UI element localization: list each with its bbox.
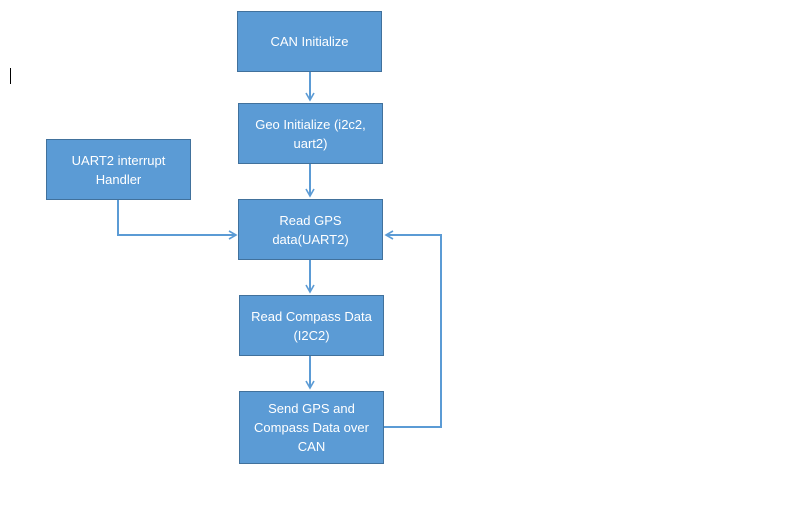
can-initialize-line-1: CAN Initialize bbox=[270, 34, 349, 49]
geo-initialize-line-2: uart2) bbox=[293, 135, 328, 151]
send-over-can-line-3: CAN bbox=[297, 439, 326, 454]
read-gps-box: Read GPS data(UART2) bbox=[238, 199, 383, 260]
geo-initialize-line-1: Geo Initialize (i2c2, bbox=[255, 116, 366, 132]
can-initialize-box: CAN Initialize bbox=[237, 11, 382, 72]
send-over-can-line-2: Compass Data over bbox=[254, 420, 369, 435]
geo-initialize-box: Geo Initialize (i2c2, uart2) bbox=[238, 103, 383, 164]
uart2-handler-box: UART2 interrupt Handler bbox=[46, 139, 191, 200]
read-compass-line-2: (I2C2) bbox=[293, 327, 330, 343]
read-gps-line-1: Read GPS bbox=[279, 212, 342, 228]
read-gps-line-2: data(UART2) bbox=[272, 231, 349, 247]
text-cursor bbox=[10, 68, 11, 84]
uart2-handler-line-1: UART2 interrupt bbox=[71, 152, 166, 168]
send-over-can-box: Send GPS and Compass Data over CAN bbox=[239, 391, 384, 464]
read-compass-line-1: Read Compass Data bbox=[251, 308, 372, 324]
read-compass-box: Read Compass Data (I2C2) bbox=[239, 295, 384, 356]
arrow-uart-to-gps bbox=[117, 200, 238, 240]
arrow-loop-back-to-gps bbox=[384, 230, 442, 428]
send-over-can-line-1: Send GPS and bbox=[268, 401, 355, 416]
uart2-handler-line-2: Handler bbox=[95, 171, 142, 187]
